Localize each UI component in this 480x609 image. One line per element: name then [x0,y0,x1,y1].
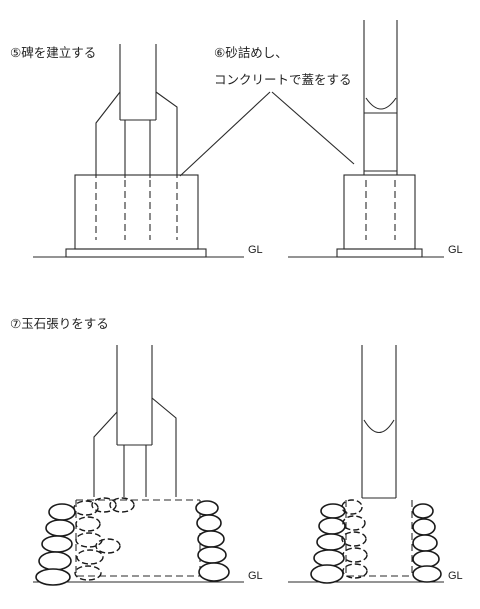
cobble-stone [35,568,71,586]
monument-curve [363,419,395,434]
hidden-stone [341,531,367,547]
hidden-stone [75,516,101,532]
cobble-stone [313,549,345,567]
hidden-stone [342,563,368,579]
step6-label-line1: ⑥砂詰めし、 [214,45,288,60]
cobble-stone [196,514,222,532]
cobble-stone [316,533,346,551]
cobble-stone [41,535,73,553]
base-slab [336,248,423,258]
cobble-stone [198,562,230,582]
hidden-stone [341,499,363,515]
hidden-stone [91,497,117,513]
cobble-stone [412,550,440,568]
hidden-stone [95,538,121,554]
shoulder-right [155,91,178,178]
shoulder-left [93,411,118,497]
hidden-stone [342,547,368,563]
step7-diagram-left: GL [33,345,263,586]
leader-line-right [271,91,355,165]
base-slab [65,248,207,258]
cobble-stone [412,565,442,583]
foundation-block [74,174,199,250]
cobble-stone [195,500,219,516]
ground-label: GL [248,244,263,256]
cobble-stone [318,517,346,535]
cobble-stone [412,518,436,536]
hidden-stone [342,515,366,531]
monument-curve [365,97,397,110]
hidden-stone [76,549,104,565]
hidden-stone [74,565,102,581]
cobble-stone [197,530,225,548]
shoulder-left [95,91,121,178]
cobble-stone [38,551,72,571]
foundation-block [343,174,416,250]
ground-label: GL [248,570,263,582]
hidden-stone [73,500,99,516]
hidden-stone [109,497,135,513]
hidden-stone [75,532,103,548]
hidden-foundation [75,499,201,577]
cobble-stone [412,503,434,519]
step7-label: ⑦玉石張りをする [10,316,109,331]
cobble-stone [412,534,438,552]
cobble-stone [197,546,227,564]
step5-label: ⑤碑を建立する [10,45,96,60]
shoulder-right [151,397,177,497]
ground-label: GL [448,244,463,256]
step7-diagram-right: GL [288,345,463,584]
step6-diagram: ⑥砂詰めし、 コンクリートで蓋をする GL [179,20,463,258]
cobble-stone [310,564,344,584]
ground-label: GL [448,570,463,582]
cobble-stone [45,519,75,537]
step6-label-line2: コンクリートで蓋をする [214,72,352,87]
hidden-foundation [345,500,413,577]
cobble-stone [48,503,76,521]
leader-line-left [179,91,271,177]
step5-diagram: ⑤碑を建立する GL [10,44,263,258]
